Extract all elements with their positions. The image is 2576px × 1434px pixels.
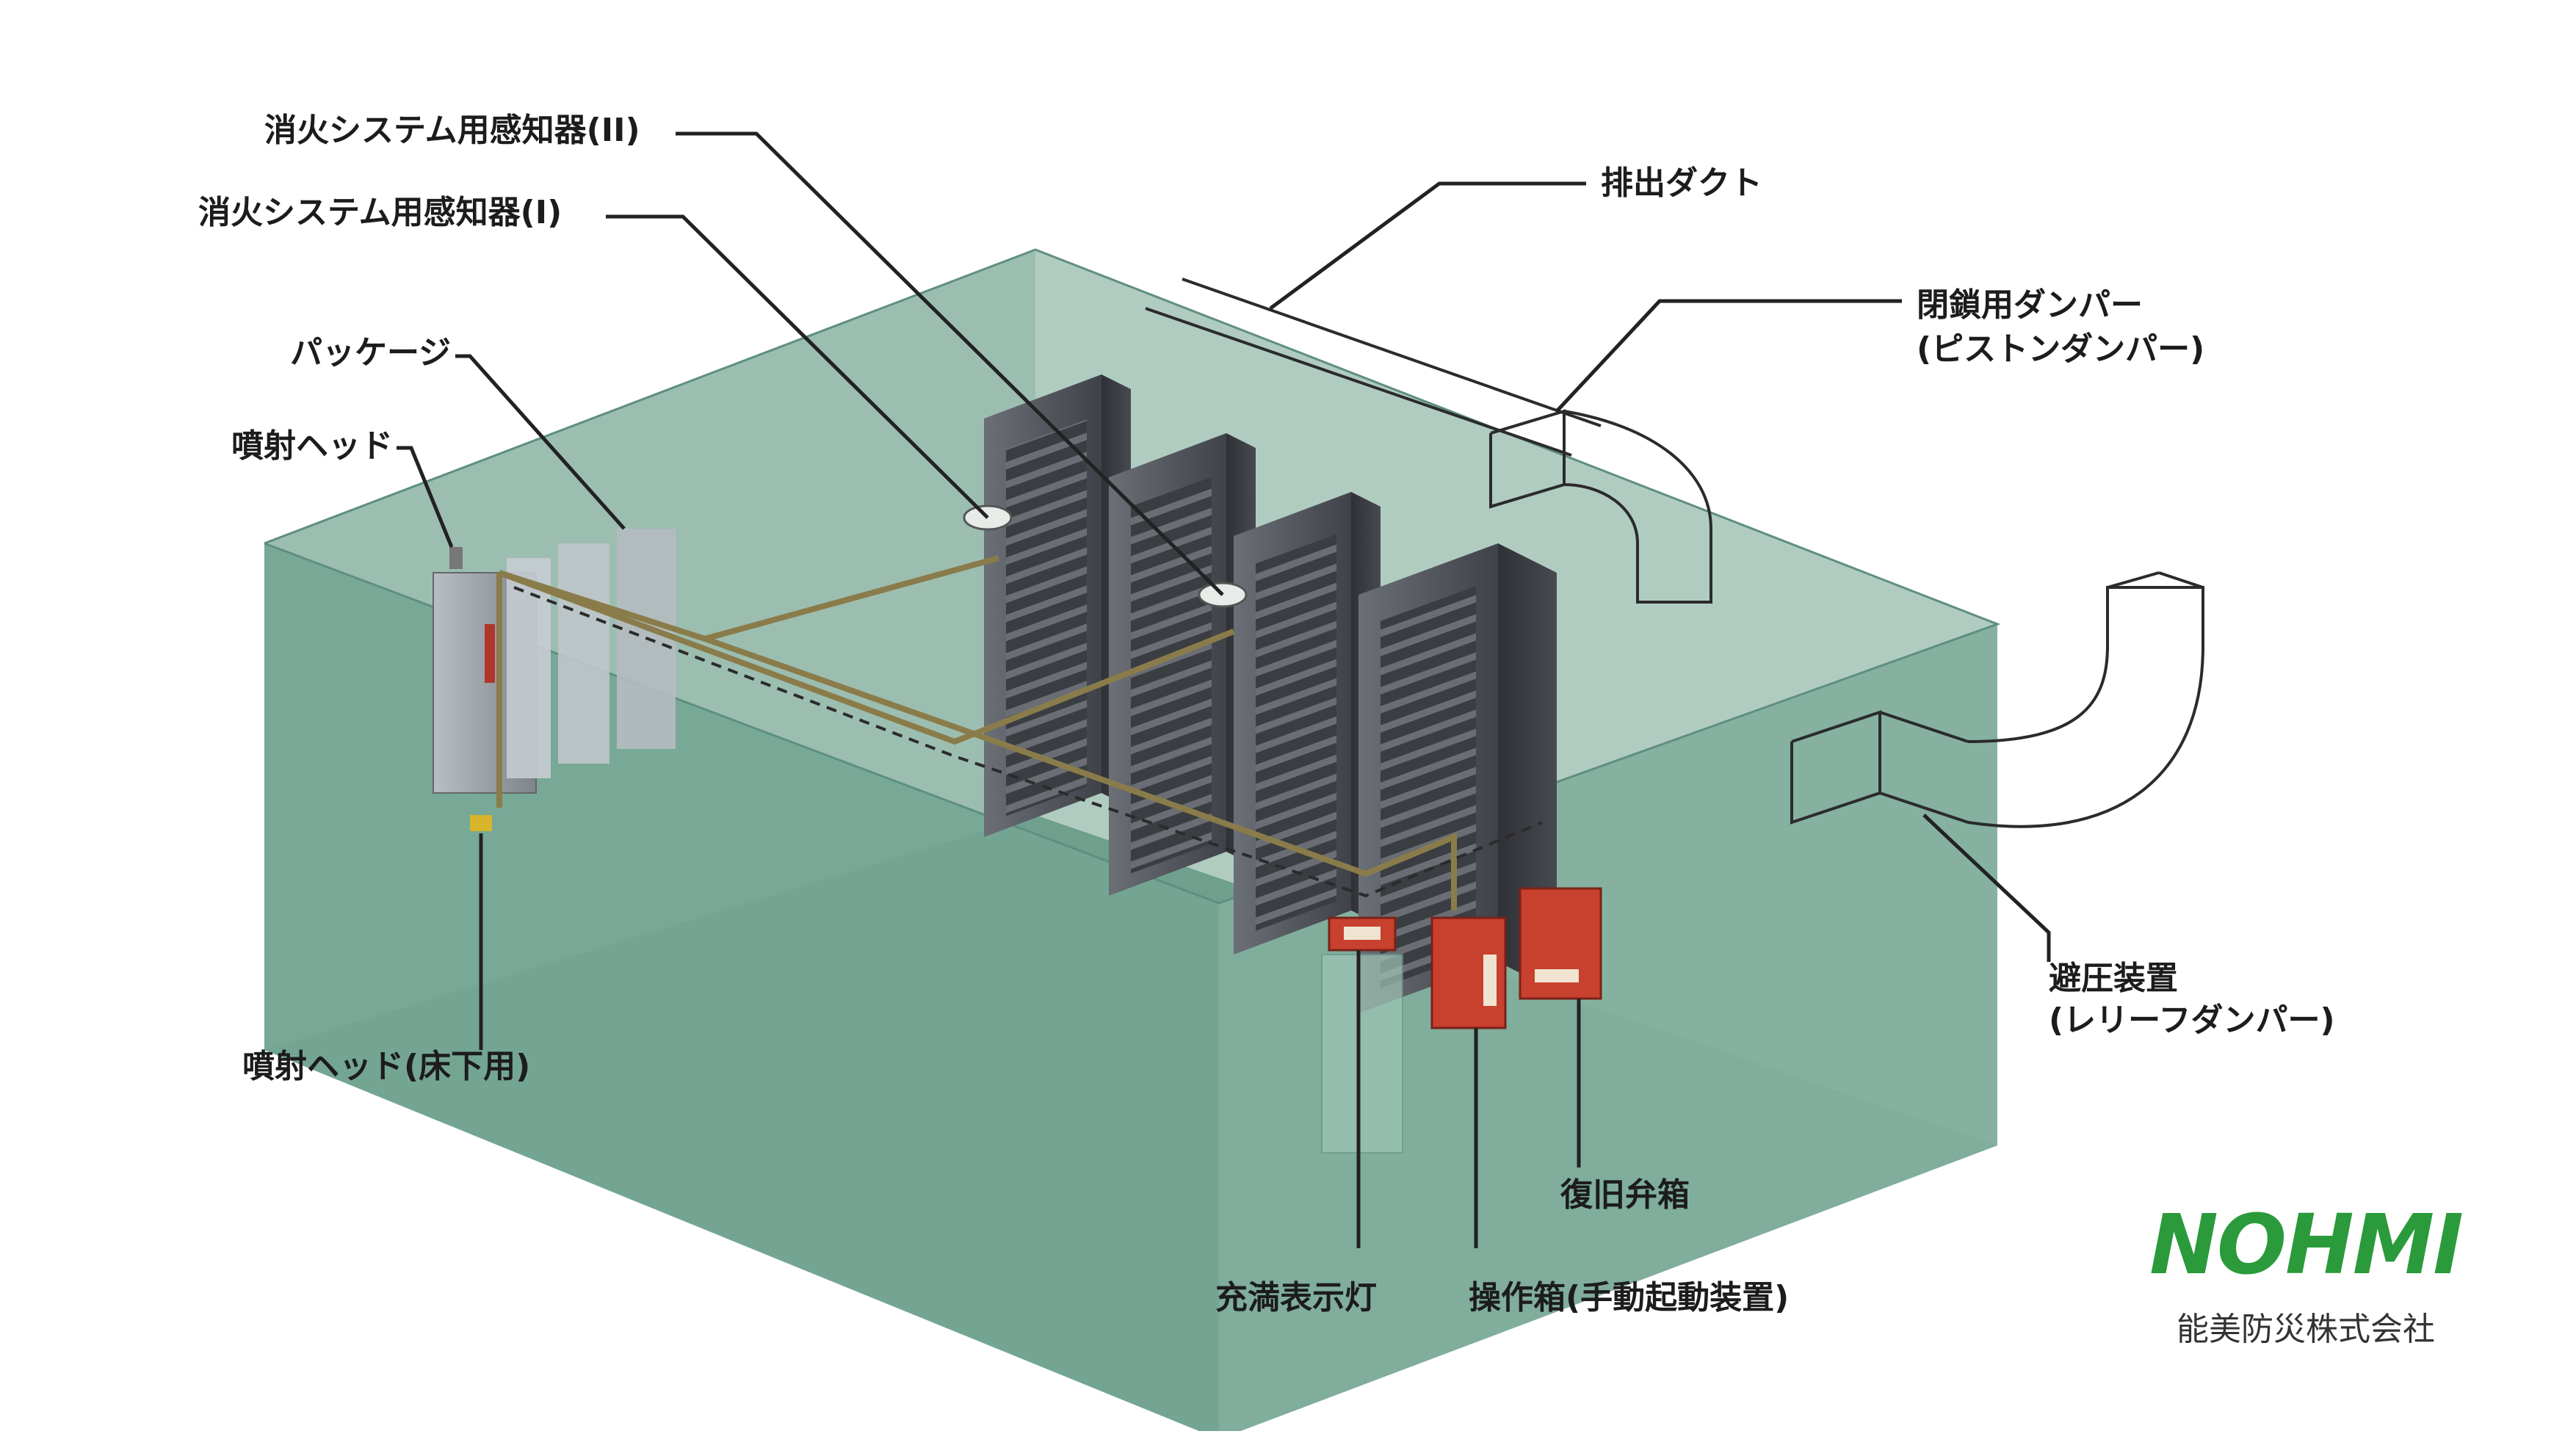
company-name: 能美防災株式会社 xyxy=(2177,1311,2435,1348)
package-unit xyxy=(433,529,676,794)
label-exhaust-duct: 排出ダクト xyxy=(1601,164,1762,202)
label-relief-line2: (レリーフダンパー) xyxy=(2049,1002,2335,1039)
nohmi-logo: NOHMI xyxy=(2149,1198,2464,1293)
floor-nozzle-head xyxy=(470,815,492,831)
label-reset-valve-box: 復旧弁箱 xyxy=(1560,1176,1690,1214)
signal-wiring xyxy=(513,586,1543,898)
label-relief-line1: 避圧装置 xyxy=(2049,960,2178,997)
door xyxy=(1321,954,1403,1154)
exhaust-duct xyxy=(1145,278,1712,604)
label-nozzle-floor: 噴射ヘッド(床下用) xyxy=(242,1048,531,1085)
label-package: パッケージ xyxy=(290,334,452,372)
leader-lines xyxy=(397,131,2051,1248)
relief-duct xyxy=(1790,571,2204,828)
label-sensor-1: 消火システム用感知器(I) xyxy=(198,194,562,231)
room-front-wall-right xyxy=(1219,624,1997,1434)
server-racks xyxy=(984,374,1557,1013)
label-control-box: 操作箱(手動起動装置) xyxy=(1469,1279,1790,1317)
piping xyxy=(496,555,1457,910)
label-piston-damper-line2: (ピストンダンパー) xyxy=(1917,330,2205,368)
label-nozzle: 噴射ヘッド xyxy=(231,427,393,465)
nozzle-head xyxy=(449,547,463,569)
label-discharge-lamp: 充満表示灯 xyxy=(1215,1279,1377,1317)
label-piston-damper-line1: 閉鎖用ダンパー xyxy=(1917,286,2143,324)
brand-block: NOHMI 能美防災株式会社 xyxy=(2115,1204,2497,1350)
label-sensor-2: 消火システム用感知器(II) xyxy=(264,112,640,149)
